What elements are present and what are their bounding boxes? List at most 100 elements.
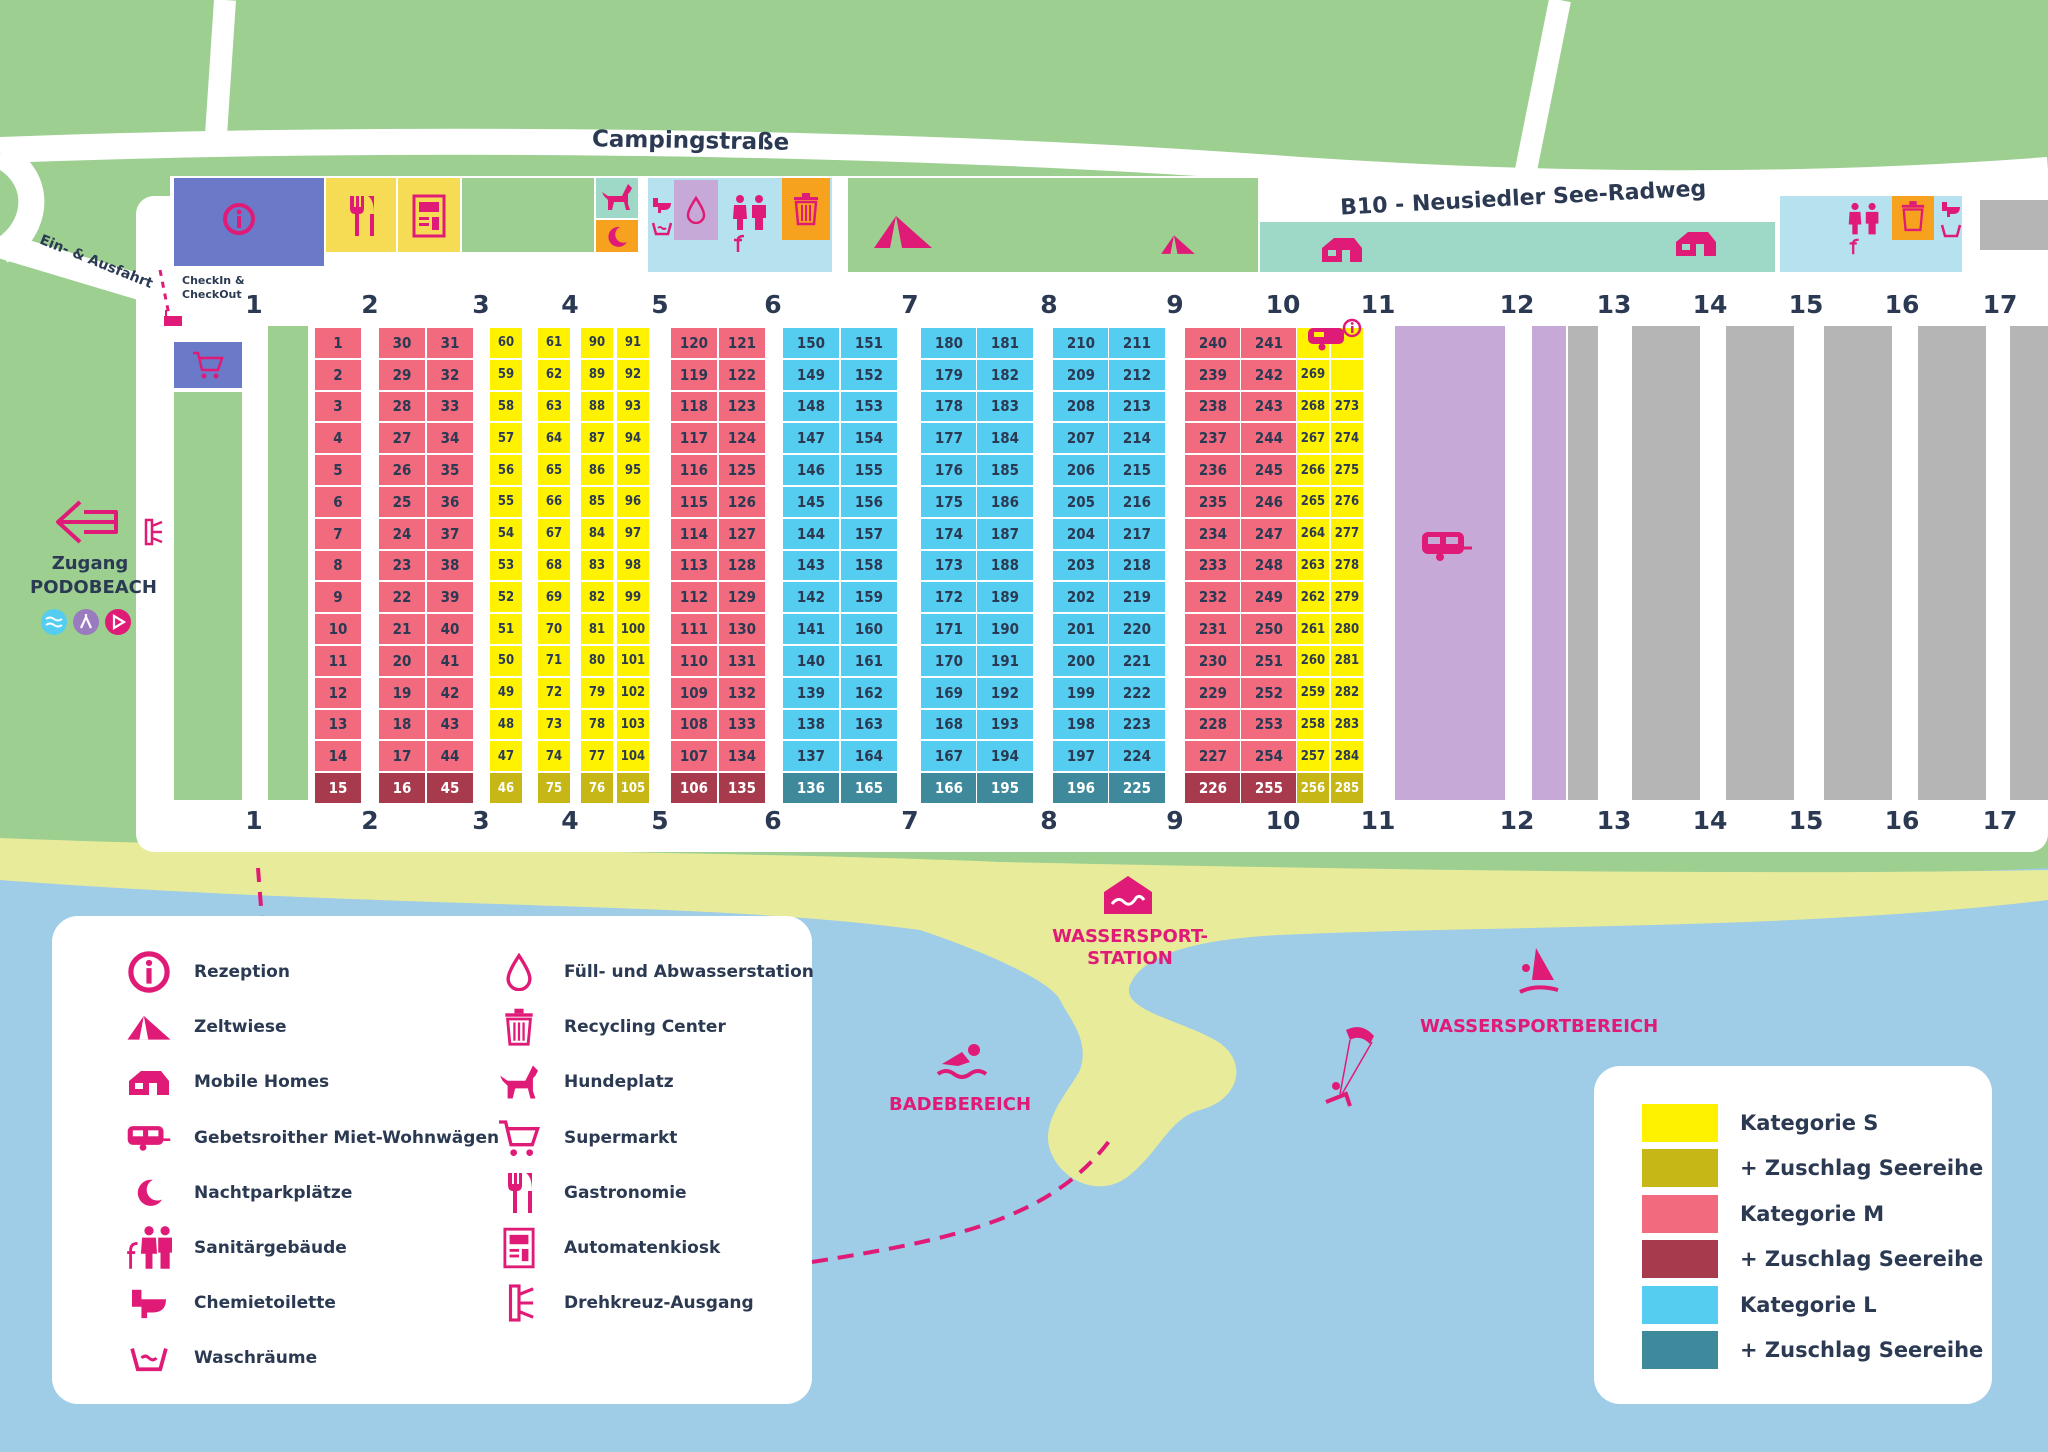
camp-plot[interactable]: 1: [314, 327, 362, 359]
camp-plot[interactable]: 173: [920, 549, 978, 582]
camp-plot[interactable]: 200: [1052, 645, 1110, 677]
camp-plot[interactable]: 36: [426, 486, 474, 518]
camp-plot[interactable]: 179: [920, 358, 978, 391]
camp-plot[interactable]: 105: [616, 772, 650, 804]
camp-plot[interactable]: 175: [920, 486, 978, 518]
camp-plot[interactable]: 203: [1052, 549, 1110, 582]
camp-plot[interactable]: 61: [537, 327, 571, 359]
camp-plot[interactable]: 280: [1330, 613, 1364, 645]
camp-plot[interactable]: 136: [782, 772, 840, 804]
camp-plot[interactable]: 23: [378, 549, 426, 582]
camp-plot[interactable]: 269: [1296, 358, 1330, 391]
camp-plot[interactable]: 27: [378, 422, 426, 455]
camp-plot[interactable]: 143: [782, 549, 840, 582]
camp-plot[interactable]: 110: [670, 645, 718, 677]
camp-plot[interactable]: 59: [489, 358, 523, 391]
camp-plot[interactable]: 104: [616, 740, 650, 773]
camp-plot[interactable]: 149: [782, 358, 840, 391]
camp-plot[interactable]: 183: [976, 390, 1034, 423]
camp-plot[interactable]: 55: [489, 486, 523, 518]
camp-plot[interactable]: 233: [1184, 549, 1242, 582]
camp-plot[interactable]: 273: [1330, 390, 1364, 423]
camp-plot[interactable]: 140: [782, 645, 840, 677]
camp-plot[interactable]: 187: [976, 517, 1034, 550]
camp-plot[interactable]: 15: [314, 772, 362, 804]
camp-plot[interactable]: 81: [580, 613, 614, 645]
camp-plot[interactable]: 4: [314, 422, 362, 455]
camp-plot[interactable]: 159: [840, 581, 898, 614]
camp-plot[interactable]: 158: [840, 549, 898, 582]
camp-plot[interactable]: 106: [670, 772, 718, 804]
camp-plot[interactable]: 243: [1240, 390, 1298, 423]
camp-plot[interactable]: 137: [782, 740, 840, 773]
camp-plot[interactable]: 256: [1296, 772, 1330, 804]
camp-plot[interactable]: 6: [314, 486, 362, 518]
camp-plot[interactable]: 74: [537, 740, 571, 773]
camp-plot[interactable]: 25: [378, 486, 426, 518]
camp-plot[interactable]: 241: [1240, 327, 1298, 359]
camp-plot[interactable]: 78: [580, 708, 614, 741]
camp-plot[interactable]: 121: [718, 327, 766, 359]
camp-plot[interactable]: 131: [718, 645, 766, 677]
camp-plot[interactable]: 249: [1240, 581, 1298, 614]
camp-plot[interactable]: 258: [1296, 708, 1330, 741]
camp-plot[interactable]: 230: [1184, 645, 1242, 677]
camp-plot[interactable]: 125: [718, 454, 766, 486]
camp-plot[interactable]: 253: [1240, 708, 1298, 741]
camp-plot[interactable]: 214: [1108, 422, 1166, 455]
camp-plot[interactable]: 193: [976, 708, 1034, 741]
camp-plot[interactable]: 139: [782, 676, 840, 709]
camp-plot[interactable]: 225: [1108, 772, 1166, 804]
camp-plot[interactable]: 144: [782, 517, 840, 550]
camp-plot[interactable]: 278: [1330, 549, 1364, 582]
camp-plot[interactable]: 29: [378, 358, 426, 391]
camp-plot[interactable]: 124: [718, 422, 766, 455]
camp-plot[interactable]: 35: [426, 454, 474, 486]
camp-plot[interactable]: 69: [537, 581, 571, 614]
camp-plot[interactable]: 222: [1108, 676, 1166, 709]
camp-plot[interactable]: 135: [718, 772, 766, 804]
camp-plot[interactable]: 184: [976, 422, 1034, 455]
camp-plot[interactable]: 33: [426, 390, 474, 423]
camp-plot[interactable]: 165: [840, 772, 898, 804]
camp-plot[interactable]: 178: [920, 390, 978, 423]
camp-plot[interactable]: 77: [580, 740, 614, 773]
camp-plot[interactable]: 42: [426, 676, 474, 709]
camp-plot[interactable]: 259: [1296, 676, 1330, 709]
camp-plot[interactable]: 56: [489, 454, 523, 486]
camp-plot[interactable]: 167: [920, 740, 978, 773]
camp-plot[interactable]: 38: [426, 549, 474, 582]
camp-plot[interactable]: 112: [670, 581, 718, 614]
camp-plot[interactable]: 115: [670, 486, 718, 518]
camp-plot[interactable]: 138: [782, 708, 840, 741]
camp-plot[interactable]: 49: [489, 676, 523, 709]
camp-plot[interactable]: 206: [1052, 454, 1110, 486]
camp-plot[interactable]: 186: [976, 486, 1034, 518]
camp-plot[interactable]: 148: [782, 390, 840, 423]
camp-plot[interactable]: 189: [976, 581, 1034, 614]
camp-plot[interactable]: 252: [1240, 676, 1298, 709]
camp-plot[interactable]: 123: [718, 390, 766, 423]
camp-plot[interactable]: 283: [1330, 708, 1364, 741]
camp-plot[interactable]: 204: [1052, 517, 1110, 550]
camp-plot[interactable]: 208: [1052, 390, 1110, 423]
camp-plot[interactable]: 174: [920, 517, 978, 550]
camp-plot[interactable]: 169: [920, 676, 978, 709]
camp-plot[interactable]: 129: [718, 581, 766, 614]
camp-plot[interactable]: 89: [580, 358, 614, 391]
camp-plot[interactable]: 248: [1240, 549, 1298, 582]
camp-plot[interactable]: 194: [976, 740, 1034, 773]
camp-plot[interactable]: 238: [1184, 390, 1242, 423]
camp-plot[interactable]: 126: [718, 486, 766, 518]
camp-plot[interactable]: 152: [840, 358, 898, 391]
camp-plot[interactable]: 268: [1296, 390, 1330, 423]
camp-plot[interactable]: 223: [1108, 708, 1166, 741]
camp-plot[interactable]: 84: [580, 517, 614, 550]
camp-plot[interactable]: 185: [976, 454, 1034, 486]
camp-plot[interactable]: 275: [1330, 454, 1364, 486]
camp-plot[interactable]: 92: [616, 358, 650, 391]
camp-plot[interactable]: 24: [378, 517, 426, 550]
camp-plot[interactable]: 34: [426, 422, 474, 455]
camp-plot[interactable]: 235: [1184, 486, 1242, 518]
camp-plot[interactable]: 40: [426, 613, 474, 645]
